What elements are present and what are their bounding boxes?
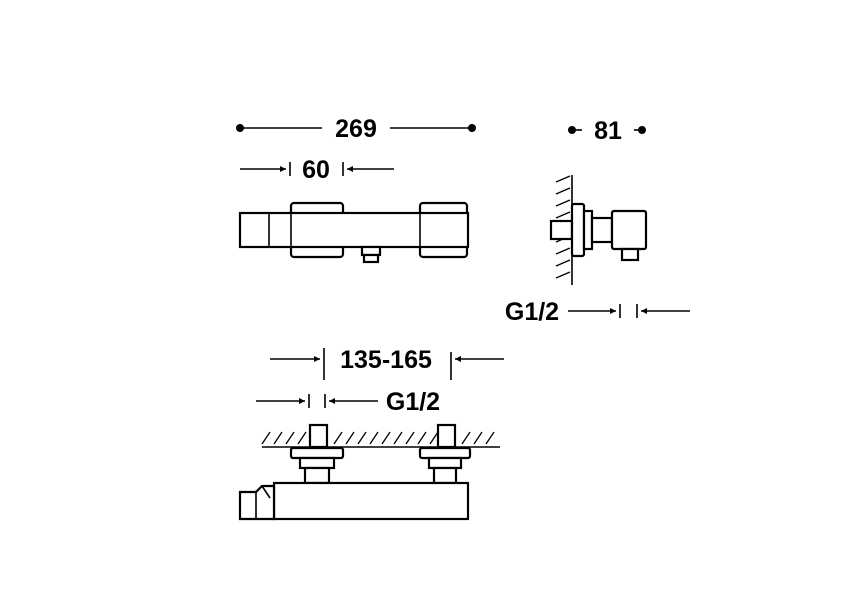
body-width-dimension: 60	[240, 156, 394, 184]
side-view: 81 G1/2	[505, 117, 690, 326]
side-connection-dimension: G1/2	[505, 298, 690, 326]
top-view: 269 60	[236, 115, 476, 264]
overall-width-label: 269	[335, 115, 377, 143]
front-view: 135-165 G1/2	[238, 346, 504, 521]
depth-dimension: 81	[568, 117, 646, 145]
inlet-connection-dimension: G1/2	[256, 388, 440, 416]
left-inlet-fitting	[289, 423, 345, 485]
mixer-side-view-body	[549, 202, 648, 262]
mixer-front-view-body	[238, 481, 470, 521]
inlet-connection-label: G1/2	[386, 388, 440, 416]
side-connection-label: G1/2	[505, 298, 559, 326]
mixer-top-view-body	[238, 201, 470, 264]
centre-distance-label: 135-165	[340, 346, 432, 374]
overall-width-dimension: 269	[236, 115, 476, 143]
right-inlet-fitting	[418, 423, 472, 485]
depth-label: 81	[594, 117, 622, 145]
body-width-label: 60	[302, 156, 330, 184]
front-wall-section	[261, 431, 500, 448]
centre-distance-dimension: 135-165	[270, 346, 504, 380]
